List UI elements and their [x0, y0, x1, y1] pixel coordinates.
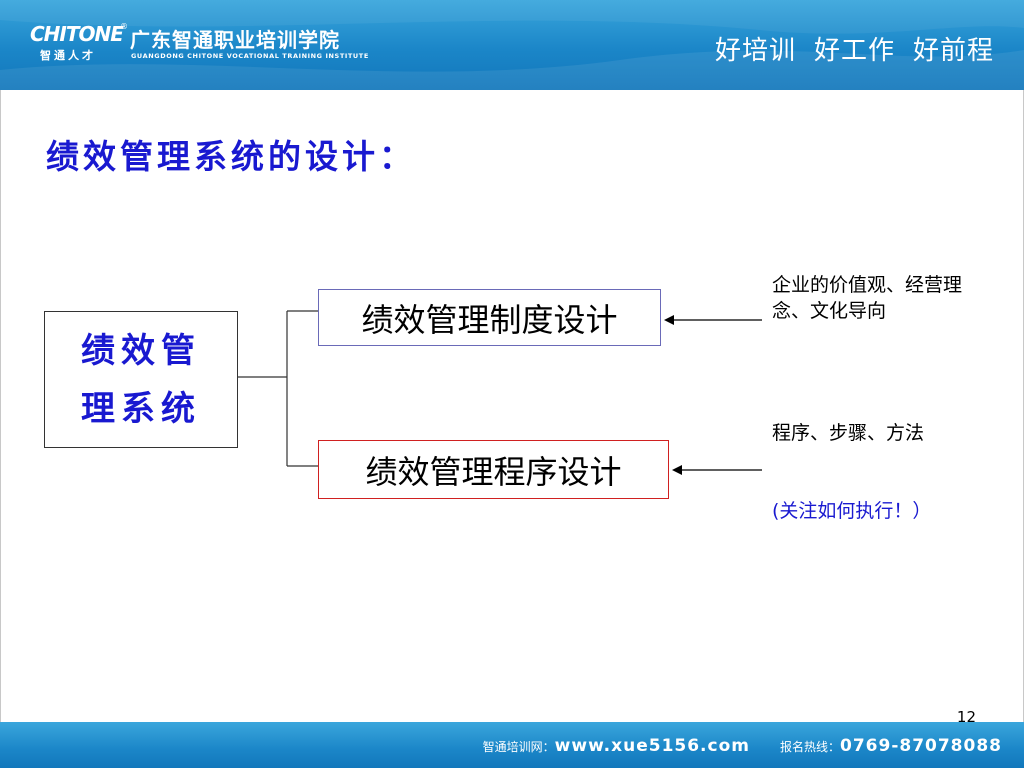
org-name-english: GUANGDONG CHITONE VOCATIONAL TRAINING IN… — [131, 52, 369, 60]
slogan-item-3: 好前程 — [912, 36, 994, 66]
system-design-box: 绩效管理制度设计 — [318, 289, 661, 346]
footer-hotline-label: 报名热线： — [779, 740, 840, 754]
logo-chinese: 智通人才 — [40, 49, 96, 62]
slide-title: 绩效管理系统的设计： — [46, 137, 416, 176]
registered-mark: ® — [120, 22, 128, 31]
chitone-logo: CHITONE 智通人才 ® — [30, 22, 128, 64]
footer-hotline: 0769-87078088 — [840, 736, 1002, 756]
footer-site-label: 智通培训网： — [482, 740, 555, 754]
slogan-item-1: 好培训 — [714, 36, 796, 66]
slogan: 好培训好工作好前程 — [697, 30, 994, 67]
page-number: 12 — [956, 708, 976, 726]
main-system-box: 绩效管理系统 — [44, 311, 238, 448]
header-wave-decoration — [0, 0, 1024, 90]
main-system-label: 绩效管理系统 — [81, 330, 201, 429]
note-procedure: 程序、步骤、方法 — [772, 422, 925, 444]
note-values: 企业的价值观、经营理念、文化导向 — [772, 274, 963, 322]
org-name: 广东智通职业培训学院 — [130, 28, 340, 52]
footer-site-url: www.xue5156.com — [554, 736, 750, 756]
note-execution: (关注如何执行！） — [772, 500, 932, 522]
header-banner: CHITONE 智通人才 ® 广东智通职业培训学院 GUANGDONG CHIT… — [0, 0, 1024, 90]
logo-english: CHITONE — [30, 22, 124, 46]
slogan-item-2: 好工作 — [813, 36, 895, 66]
procedure-design-box: 绩效管理程序设计 — [318, 440, 669, 499]
footer-contact: 智通培训网：www.xue5156.com 报名热线：0769-87078088 — [483, 736, 1002, 756]
footer-banner — [0, 722, 1024, 768]
